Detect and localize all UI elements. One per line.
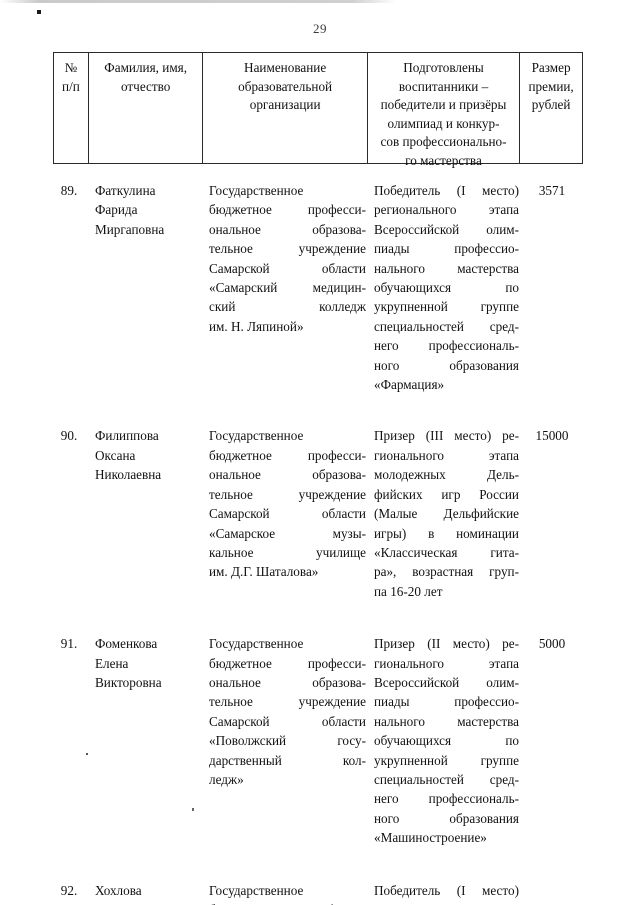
cell-amount: 15000 bbox=[535, 428, 569, 444]
cell-number: 91. bbox=[60, 636, 78, 652]
column-header-number: № п/п bbox=[54, 53, 89, 163]
table-header-row: № п/п Фамилия, имя, отчество Наименовани… bbox=[53, 52, 583, 168]
column-header-full-name: Фамилия, имя, отчество bbox=[89, 53, 204, 163]
scan-edge-artifact bbox=[0, 0, 640, 3]
cell-amount: 5000 bbox=[538, 636, 566, 652]
cell-achievement: Победитель (I место)регионального этапам… bbox=[374, 882, 519, 905]
scan-speck-artifact bbox=[192, 808, 194, 811]
cell-amount: 8333 bbox=[521, 875, 583, 905]
scan-speck-artifact bbox=[37, 10, 41, 14]
cell-amount: 3571 bbox=[538, 183, 566, 198]
page-number: 29 bbox=[313, 21, 327, 36]
cell-number: 89. bbox=[60, 183, 78, 198]
cell-full-name: ХохловаНатальяВасильевна bbox=[95, 882, 142, 905]
column-header-amount: Размер премии, рублей bbox=[528, 60, 574, 113]
scan-speck-artifact bbox=[86, 753, 88, 755]
awards-table: № п/п Фамилия, имя, отчество Наименовани… bbox=[53, 52, 583, 905]
column-header-achievement: Подготовлены воспитанники – победители и… bbox=[368, 53, 521, 168]
column-header-organization: Наименование образовательной организации bbox=[203, 53, 368, 163]
cell-number: 92. bbox=[60, 882, 78, 898]
table-row: 92. ХохловаНатальяВасильевна Государстве… bbox=[53, 848, 583, 905]
cell-number: 90. bbox=[60, 428, 78, 444]
